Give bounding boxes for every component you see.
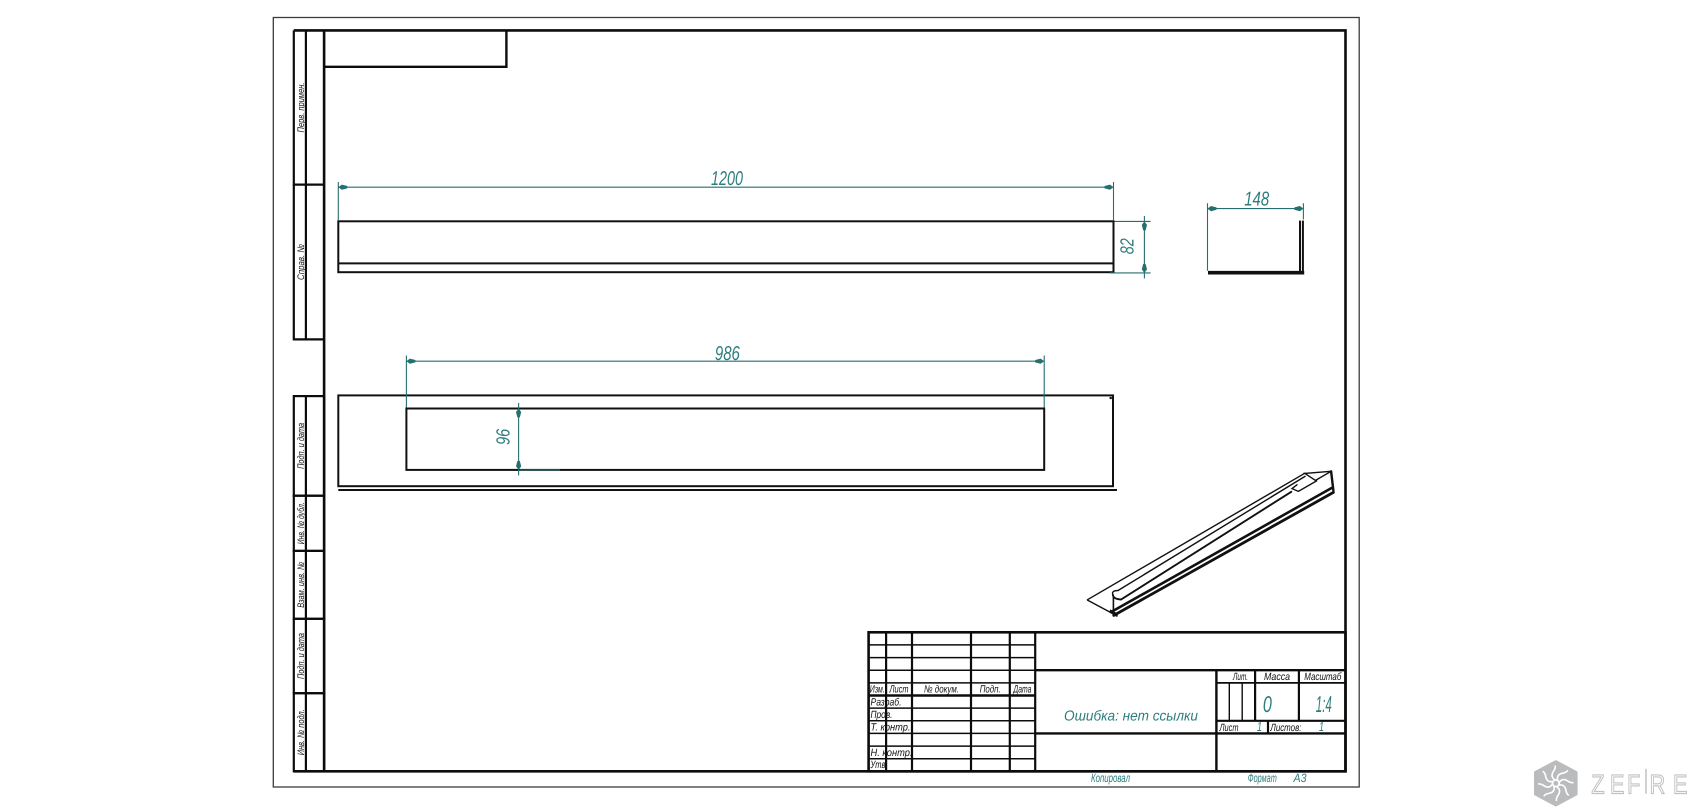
svg-text:Ошибка: нет ссылки: Ошибка: нет ссылки (1064, 709, 1198, 725)
svg-text:Пров.: Пров. (871, 709, 893, 721)
svg-text:Подп.: Подп. (980, 684, 1001, 696)
svg-text:Разраб.: Разраб. (871, 697, 902, 709)
svg-text:0: 0 (1263, 691, 1272, 717)
svg-text:R: R (1650, 770, 1666, 800)
svg-text:1: 1 (1257, 719, 1262, 734)
svg-text:986: 986 (715, 343, 741, 365)
svg-text:148: 148 (1244, 189, 1269, 211)
svg-text:Лист: Лист (1219, 722, 1239, 734)
svg-text:Листов:: Листов: (1270, 722, 1302, 734)
svg-text:№ докум.: № докум. (924, 684, 959, 696)
svg-text:Т. контр.: Т. контр. (871, 722, 911, 734)
svg-text:Формат: Формат (1248, 771, 1277, 785)
svg-text:Копировал: Копировал (1091, 771, 1130, 785)
svg-text:Н. контр.: Н. контр. (871, 747, 913, 759)
svg-text:E: E (1610, 770, 1624, 800)
svg-text:Дата: Дата (1013, 684, 1032, 696)
svg-text:Справ. №: Справ. № (296, 244, 307, 280)
svg-text:Лист: Лист (889, 684, 909, 696)
svg-text:96: 96 (494, 429, 515, 445)
svg-text:E: E (1673, 770, 1687, 800)
svg-text:Масштаб: Масштаб (1304, 671, 1342, 683)
svg-text:82: 82 (1118, 238, 1139, 254)
svg-text:Перв. примен.: Перв. примен. (296, 83, 307, 133)
svg-text:Утв.: Утв. (870, 759, 888, 771)
svg-text:F: F (1627, 770, 1640, 800)
svg-text:Z: Z (1591, 770, 1604, 800)
svg-text:Инв. № дубл.: Инв. № дубл. (296, 502, 307, 544)
svg-text:Подп. и дата: Подп. и дата (296, 633, 307, 679)
svg-text:Взам. инв. №: Взам. инв. № (296, 562, 307, 608)
svg-text:Изм.: Изм. (870, 684, 885, 696)
svg-text:А3: А3 (1293, 771, 1307, 785)
svg-text:Инв. № подл.: Инв. № подл. (296, 709, 307, 755)
svg-text:1: 1 (1319, 719, 1324, 734)
svg-text:1200: 1200 (711, 168, 743, 190)
svg-text:Масса: Масса (1264, 671, 1290, 683)
svg-text:1:4: 1:4 (1316, 691, 1332, 717)
svg-text:Подп. и дата: Подп. и дата (296, 423, 307, 469)
svg-text:Лит.: Лит. (1232, 671, 1248, 683)
